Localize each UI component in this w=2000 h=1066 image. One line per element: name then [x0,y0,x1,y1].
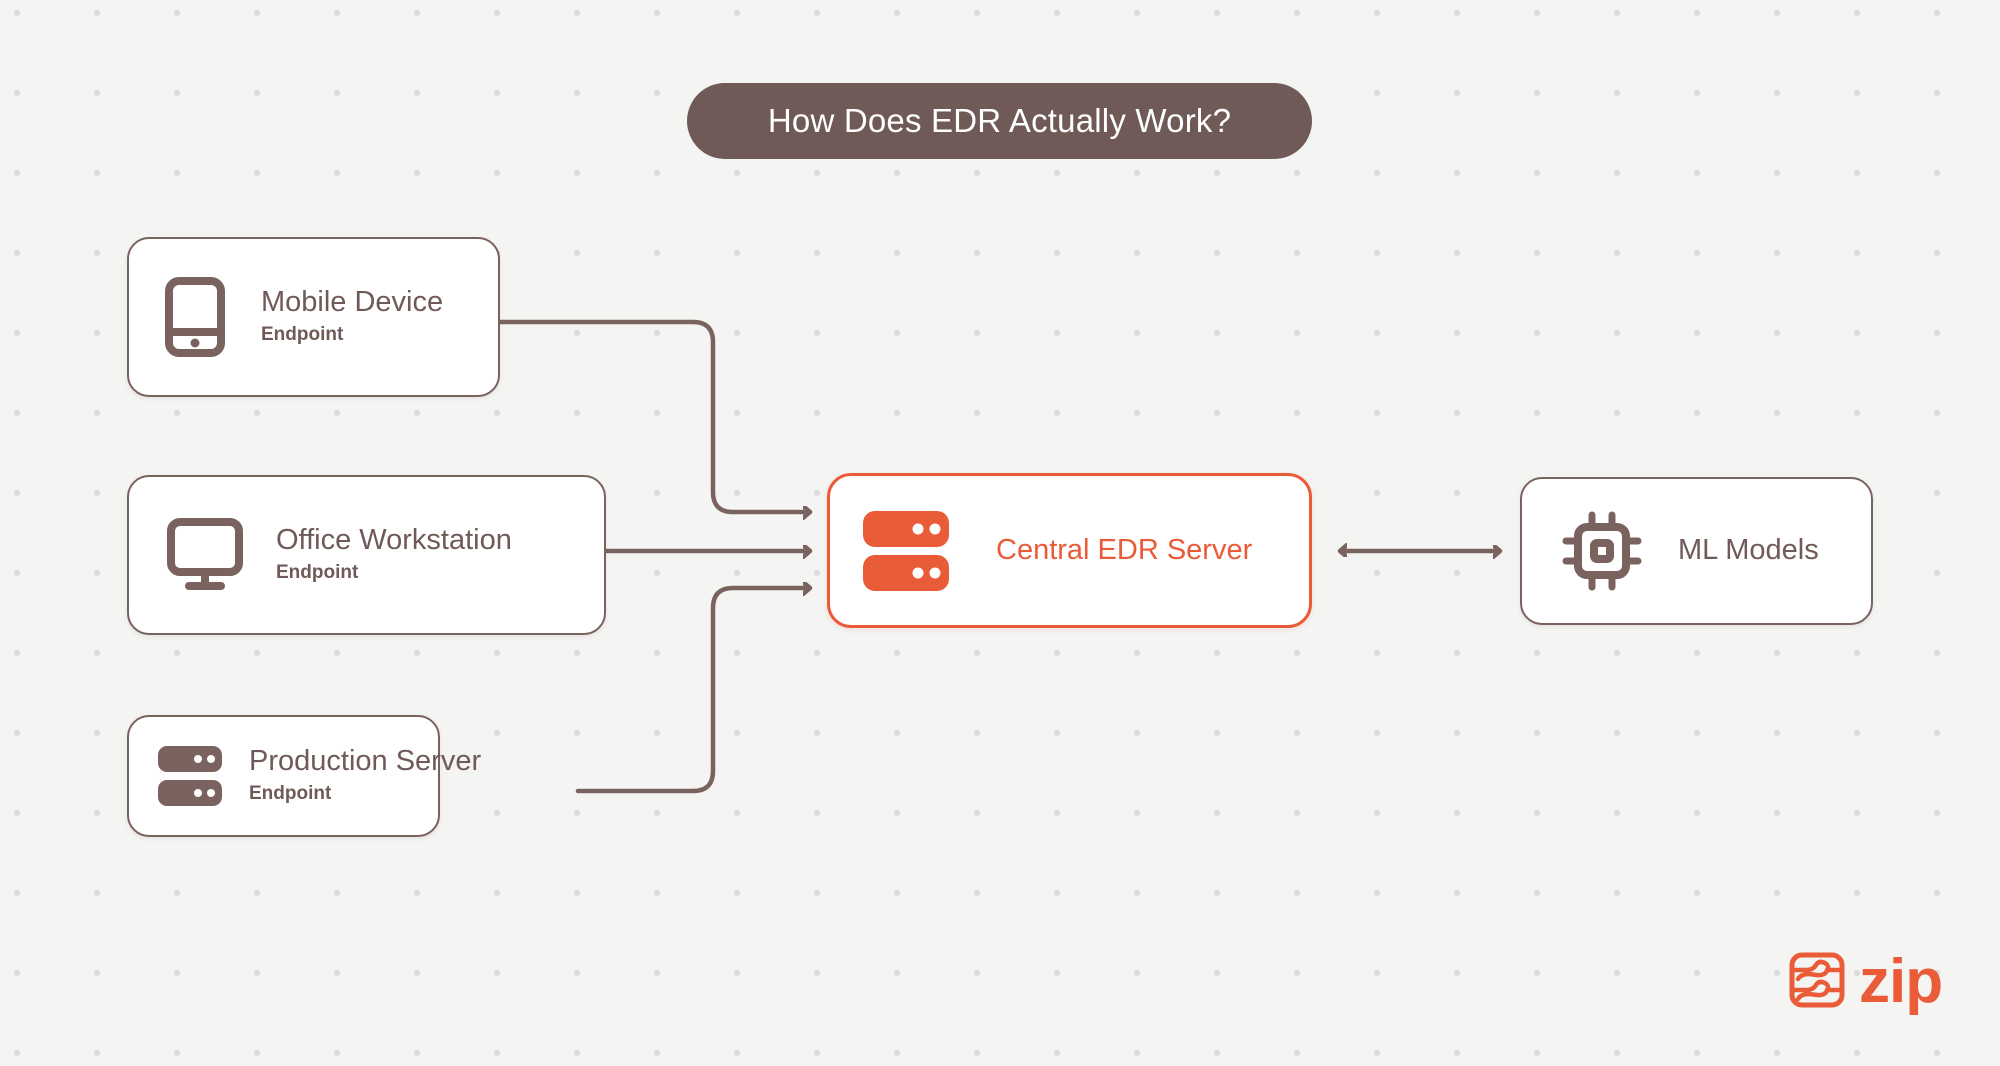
node-central-edr-server[interactable]: Central EDR Server [827,473,1312,628]
node-subtitle: Endpoint [276,561,359,583]
node-production-server-text: Production Server Endpoint [249,745,481,806]
cpu-chip-icon [1560,509,1644,593]
mobile-phone-icon [165,277,225,357]
node-mobile-device[interactable]: Mobile Device Endpoint [127,237,500,397]
zip-logo[interactable]: zip [1789,947,1943,1016]
desktop-monitor-icon [167,518,243,592]
server-rack-icon [862,509,950,593]
node-subtitle: Endpoint [249,782,332,804]
page-title: How Does EDR Actually Work? [687,83,1312,159]
zip-mark-icon [1789,952,1845,1013]
node-title: Central EDR Server [996,533,1253,566]
node-title: Production Server [249,745,482,778]
node-title: Office Workstation [276,524,512,557]
node-office-workstation-text: Office Workstation Endpoint [276,524,512,585]
server-rack-icon [157,744,223,808]
node-central-edr-server-text: Central EDR Server [996,534,1252,568]
node-ml-models[interactable]: ML Models [1520,477,1873,625]
zip-wordmark: zip [1859,947,1943,1016]
node-mobile-device-text: Mobile Device Endpoint [261,286,443,347]
node-production-server[interactable]: Production Server Endpoint [127,715,481,837]
page-title-label: How Does EDR Actually Work? [767,102,1232,139]
node-ml-models-text: ML Models [1678,534,1819,568]
node-title: Mobile Device [261,286,444,319]
node-office-workstation[interactable]: Office Workstation Endpoint [127,475,606,635]
node-title: ML Models [1678,534,1819,567]
node-subtitle: Endpoint [261,323,344,345]
